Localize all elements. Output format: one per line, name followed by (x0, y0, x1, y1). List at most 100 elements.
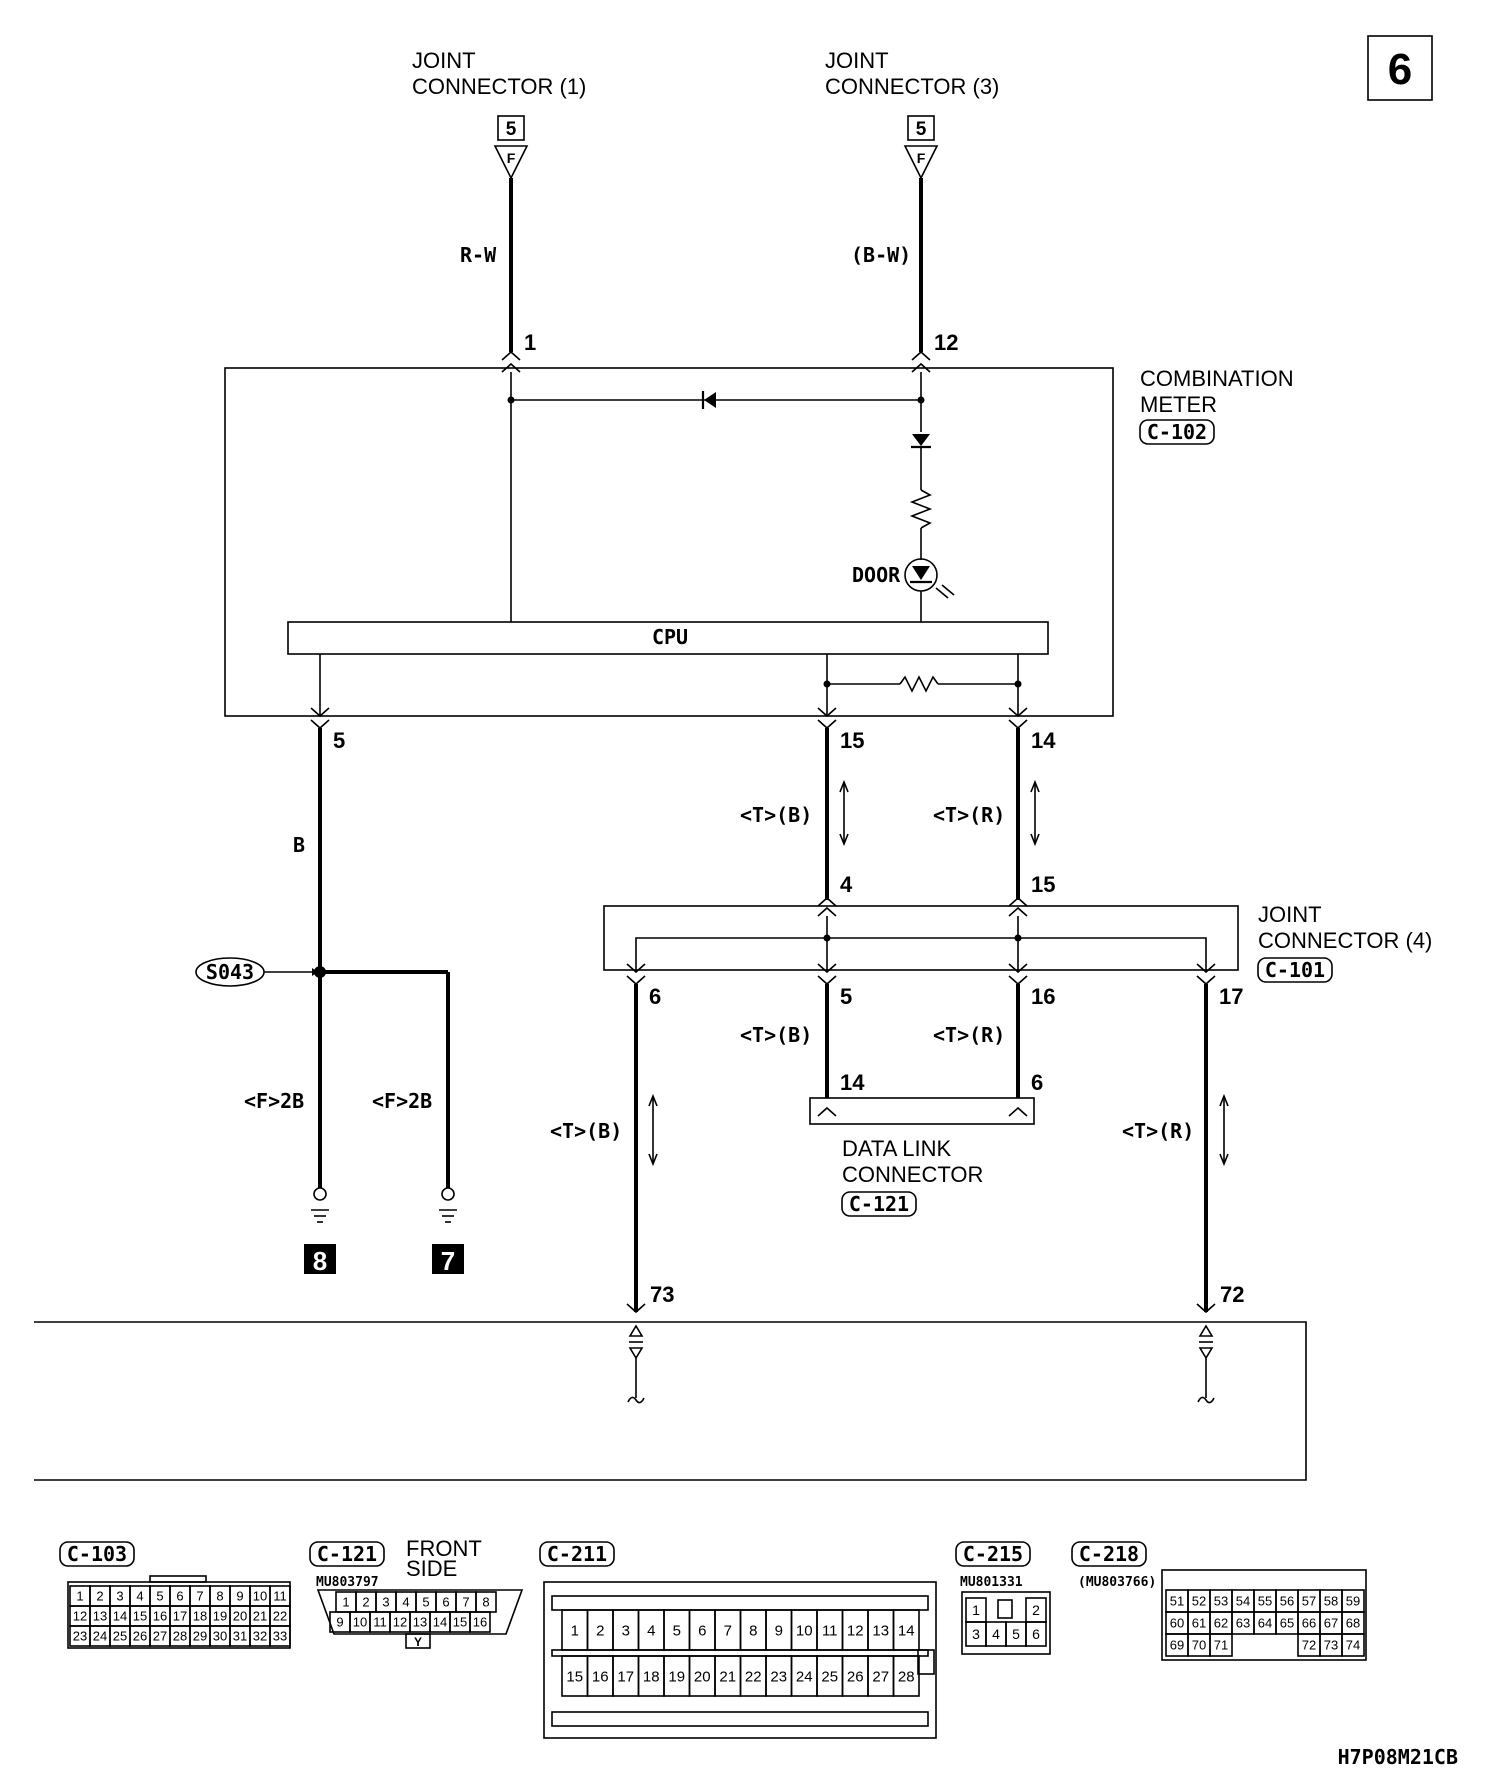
c211-pin-label: 22 (745, 1668, 762, 1685)
c103-pin-label: 5 (156, 1589, 163, 1604)
pin-6-dlc: 6 (1031, 1070, 1043, 1095)
c211-pin-label: 17 (617, 1668, 634, 1685)
c103-pin-label: 20 (233, 1609, 247, 1624)
joint-connector-3-label-line1: JOINT (825, 48, 889, 73)
data-link-label-line2: CONNECTOR (842, 1162, 983, 1187)
c103-pin-label: 3 (116, 1589, 123, 1604)
svg-text:C-218: C-218 (1079, 1542, 1139, 1566)
c103-pin-label: 11 (273, 1589, 287, 1604)
cpu-label: CPU (652, 625, 688, 649)
ground-symbol-8: 8 (304, 1187, 336, 1276)
svg-text:5: 5 (506, 119, 517, 140)
pin-1: 1 (524, 330, 536, 355)
c215-pin-label: 1 (972, 1602, 980, 1618)
c218-pin-label: 62 (1214, 1616, 1228, 1631)
c103-pin-label: 18 (193, 1609, 207, 1624)
pin-72-terminal (1197, 1324, 1215, 1404)
c218-cell (1341, 1633, 1365, 1657)
wire-b-w-label: (B-W) (851, 243, 911, 267)
c218-pin-label: 67 (1324, 1616, 1338, 1631)
c211-pin-label: 18 (643, 1668, 660, 1685)
c218-pin-label: 73 (1324, 1638, 1338, 1653)
c103-pin-label: 31 (233, 1629, 247, 1644)
c121-pin-label: 4 (402, 1595, 409, 1610)
svg-text:SIDE: SIDE (406, 1556, 457, 1581)
wire-t-b-label-upper: <T>(B) (740, 803, 812, 827)
joint-connector-3-label-line2: CONNECTOR (3) (825, 74, 999, 99)
pin-5: 5 (333, 728, 345, 753)
c103-pin-label: 26 (133, 1629, 147, 1644)
wire-t-r-label-lower: <T>(R) (1122, 1119, 1194, 1143)
c103-pin-label: 19 (213, 1609, 227, 1624)
c218-pin-label: 59 (1346, 1594, 1360, 1609)
pin-5-joint: 5 (840, 984, 852, 1009)
pin-73: 73 (650, 1282, 674, 1307)
pin-15-joint: 15 (1031, 872, 1055, 897)
c211-pin-label: 23 (770, 1668, 787, 1685)
door-led (904, 558, 955, 599)
door-label: DOOR (852, 563, 901, 587)
c103-pin-label: 9 (236, 1589, 243, 1604)
c218-pin-label: 71 (1214, 1638, 1228, 1653)
c121-pin-label: 11 (373, 1615, 387, 1630)
c218-pin-label: 65 (1280, 1616, 1294, 1631)
pin-14-dlc: 14 (840, 1070, 865, 1095)
combination-meter-label-line1: COMBINATION (1140, 366, 1294, 391)
c215-pin-label: 5 (1012, 1626, 1020, 1642)
ground-7-label: 7 (441, 1246, 455, 1276)
svg-text:MU803797: MU803797 (316, 1575, 379, 1590)
c211-pin-label: 9 (775, 1622, 783, 1639)
c103-pin-label: 23 (73, 1629, 87, 1644)
c211-pin-label: 6 (698, 1622, 706, 1639)
c103-pin-label: 13 (93, 1609, 107, 1624)
c121-pin-label: 14 (433, 1615, 447, 1630)
pin-4: 4 (840, 872, 853, 897)
c103-pin-label: 30 (213, 1629, 227, 1644)
svg-text:F: F (917, 150, 926, 166)
pin-16: 16 (1031, 984, 1055, 1009)
combination-meter-code: C-102 (1139, 419, 1215, 445)
c218-pin-label: 69 (1170, 1638, 1184, 1653)
c218-pin-label: 68 (1346, 1616, 1360, 1631)
c211-pin-label: 8 (749, 1622, 757, 1639)
c215-pin-label: 2 (1032, 1602, 1040, 1618)
c211-cell (892, 1609, 920, 1651)
c121-pin-label: 10 (353, 1615, 367, 1630)
c211-pin-label: 4 (647, 1622, 655, 1639)
svg-text:C-102: C-102 (1147, 420, 1207, 444)
c121-pin-label: 5 (422, 1595, 429, 1610)
c218-pin-label: 70 (1192, 1638, 1206, 1653)
wire-f-2b-label-left: <F>2B (244, 1089, 304, 1113)
c218-cell (1209, 1633, 1233, 1657)
pin-72: 72 (1220, 1282, 1244, 1307)
wire-f-2b-label-right: <F>2B (372, 1089, 432, 1113)
c121-pin-label: 16 (473, 1615, 487, 1630)
bidirectional-arrow (1219, 1093, 1229, 1167)
c103-pin-label: 32 (253, 1629, 267, 1644)
c211-pin-label: 24 (796, 1668, 813, 1685)
c103-pin-label: 25 (113, 1629, 127, 1644)
svg-text:C-211: C-211 (547, 1542, 607, 1566)
c218-pin-label: 55 (1258, 1594, 1272, 1609)
bidirectional-arrow (1030, 779, 1040, 847)
joint-connector-4-label-line1: JOINT (1258, 902, 1322, 927)
combination-meter-box (224, 367, 1114, 717)
c103-pin-label: 4 (136, 1589, 143, 1604)
c211-pin-label: 7 (724, 1622, 732, 1639)
wire-t-b-label-lower: <T>(B) (550, 1119, 622, 1143)
c218-pin-label: 72 (1302, 1638, 1316, 1653)
c218-pin-label: 60 (1170, 1616, 1184, 1631)
svg-text:C-121: C-121 (849, 1192, 909, 1216)
c215-pin-label: 6 (1032, 1626, 1040, 1642)
ground-8-label: 8 (313, 1246, 327, 1276)
splice-s043: S043 (195, 957, 326, 987)
c211-pin-label: 11 (822, 1622, 838, 1639)
c218-pin-label: 54 (1236, 1594, 1250, 1609)
svg-text:FRONT: FRONT (406, 1536, 482, 1561)
c103-pin-label: 6 (176, 1589, 183, 1604)
pin-15: 15 (840, 728, 864, 753)
